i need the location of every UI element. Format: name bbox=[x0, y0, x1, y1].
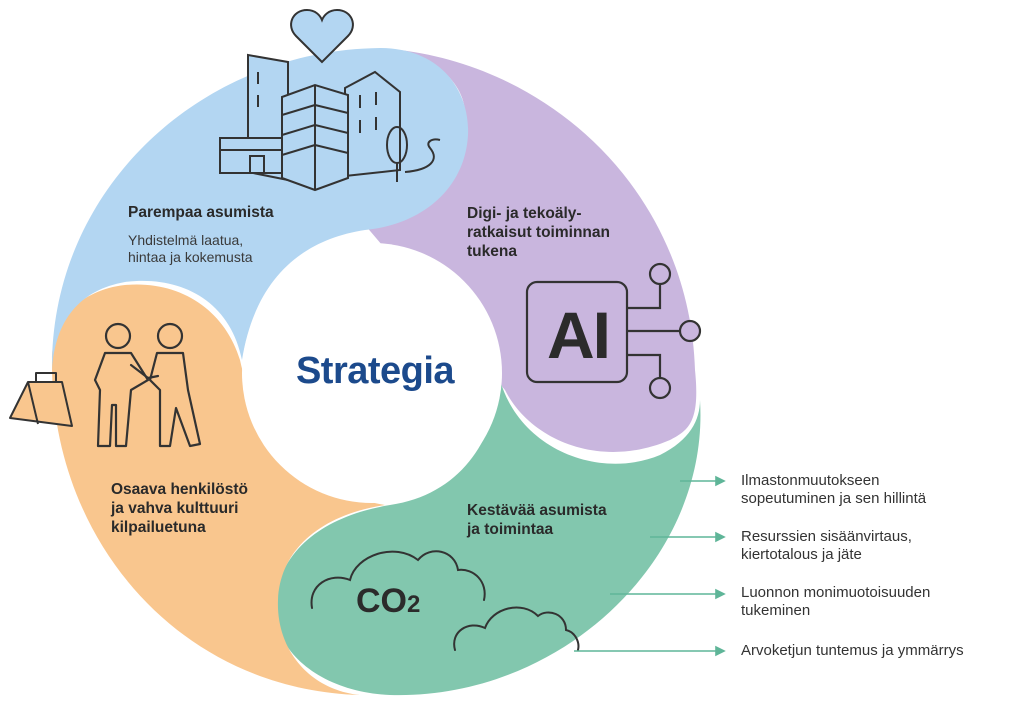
sustainability-arrows bbox=[574, 475, 726, 657]
sustainability-item-line: kiertotalous ja jäte bbox=[741, 546, 862, 564]
ai-chip-icon bbox=[525, 262, 702, 400]
segment-sustainable-title-line: Kestävää asumista bbox=[467, 502, 607, 519]
sustainability-item-line: Resurssien sisäänvirtaus, bbox=[741, 528, 912, 545]
ai-label: AI bbox=[547, 298, 611, 372]
co2-label: CO2 bbox=[356, 582, 421, 620]
segment-people-title: Osaava henkilöstö ja vahva kulttuuri kil… bbox=[111, 481, 248, 538]
co2-subscript: 2 bbox=[407, 591, 421, 618]
segment-digital-title: Digi- ja tekoäly- ratkaisut toiminnan tu… bbox=[467, 205, 610, 262]
sustainability-item: Arvoketjun tuntemus ja ymmärrys bbox=[741, 642, 964, 660]
segment-housing-title: Parempaa asumista bbox=[128, 204, 274, 221]
sustainability-item: Resurssien sisäänvirtaus, kiertotalous j… bbox=[741, 528, 912, 565]
segment-people-title-line: ja vahva kulttuuri bbox=[111, 499, 239, 517]
center-title: Strategia bbox=[295, 350, 455, 392]
segment-people-title-line: Osaava henkilöstö bbox=[111, 481, 248, 498]
sustainability-item-line: Luonnon monimuotoisuuden bbox=[741, 584, 931, 601]
segment-housing-background bbox=[51, 48, 469, 370]
sustainability-item-line: sopeutuminen ja sen hillintä bbox=[741, 490, 927, 508]
segment-people-title-line: kilpailuetuna bbox=[111, 518, 206, 536]
segment-digital-title-line: tukena bbox=[467, 242, 517, 260]
center-circle bbox=[242, 243, 502, 503]
segment-housing-subtitle-2: hintaa ja kokemusta bbox=[128, 249, 253, 266]
heart-icon bbox=[290, 8, 354, 64]
segment-sustainable-title: Kestävää asumista ja toimintaa bbox=[467, 502, 607, 540]
segment-housing-subtitle-1: Yhdistelmä laatua, bbox=[128, 231, 244, 248]
cloud-icon bbox=[310, 550, 580, 651]
segment-digital-title-line: Digi- ja tekoäly- bbox=[467, 205, 582, 222]
segment-sustainable-title-line: ja toimintaa bbox=[467, 520, 554, 538]
sustainability-item: Luonnon monimuotoisuuden tukeminen bbox=[741, 584, 930, 621]
segment-sustainable-background bbox=[274, 380, 701, 696]
sustainability-item-line: Ilmastonmuutokseen bbox=[741, 472, 880, 489]
sustainability-item-line: tukeminen bbox=[741, 602, 811, 620]
sign-board-icon bbox=[9, 372, 73, 427]
buildings-icon bbox=[219, 53, 441, 192]
sustainability-item-line: Arvoketjun tuntemus ja ymmärrys bbox=[741, 642, 964, 659]
people-handshake-icon bbox=[93, 322, 202, 448]
segment-digital-title-line: ratkaisut toiminnan bbox=[467, 223, 610, 241]
segment-housing: Parempaa asumista Yhdistelmä laatua, hin… bbox=[128, 204, 274, 267]
sustainability-item: Ilmastonmuutokseen sopeutuminen ja sen h… bbox=[741, 472, 926, 509]
